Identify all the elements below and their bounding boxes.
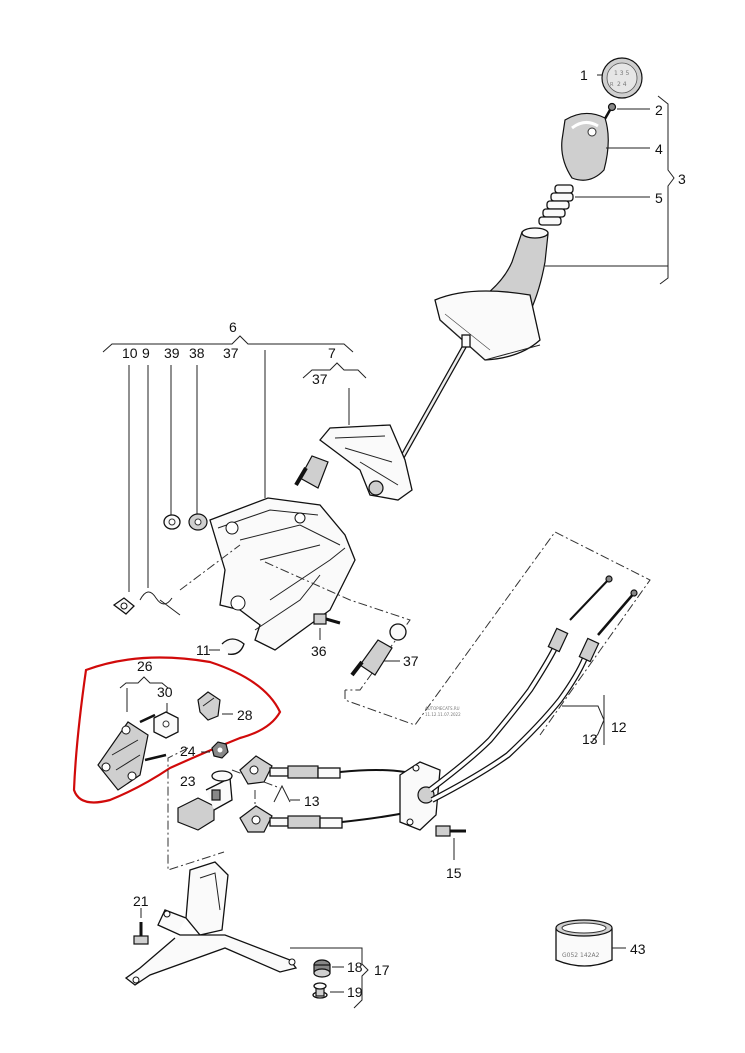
label-7: 7 (328, 345, 336, 361)
label-38: 38 (189, 345, 205, 361)
gear-knob-cap: 1 3 5 2 4 R (601, 57, 643, 99)
label-4: 4 (655, 141, 663, 157)
label-17: 17 (374, 962, 390, 978)
pin-19 (312, 982, 328, 999)
label-37: 37 (403, 653, 419, 669)
cable-grommet-flange (399, 761, 441, 831)
shifter-housing (209, 497, 356, 651)
label-18: 18 (347, 959, 363, 975)
label-19: 19 (347, 984, 363, 1000)
retaining-clip-13 (273, 784, 291, 803)
label-13b: 13 (582, 731, 598, 747)
knob-text-r: R (610, 82, 614, 88)
damper-block (153, 711, 179, 739)
bolt-36 (313, 613, 341, 625)
bolt-15 (435, 825, 466, 837)
clip-28 (197, 691, 221, 721)
lock-washer (221, 638, 245, 655)
label-13a: 13 (304, 793, 320, 809)
label-43: 43 (630, 941, 646, 957)
bushing-38 (188, 513, 208, 531)
label-30: 30 (157, 684, 173, 700)
knob-text-top: 1 3 5 (614, 70, 629, 77)
selector-lever (294, 424, 413, 501)
watermark-line2: 11.12.11.07.2022 (425, 712, 461, 717)
label-3: 3 (678, 171, 686, 187)
bushing-18 (313, 959, 331, 978)
lower-mount-bracket (124, 861, 298, 986)
label-12: 12 (611, 719, 627, 735)
label-9: 9 (142, 345, 150, 361)
label-39: 39 (164, 345, 180, 361)
cable-bracket-23 (177, 770, 233, 831)
label-26: 26 (137, 658, 153, 674)
label-6: 6 (229, 319, 237, 335)
cable-end-upper (239, 755, 406, 785)
bolt-21 (133, 922, 149, 945)
label-15: 15 (446, 865, 462, 881)
label-28: 28 (237, 707, 253, 723)
label-5: 5 (655, 190, 663, 206)
nut-24 (211, 741, 229, 759)
shift-boot (434, 227, 549, 361)
label-36: 36 (311, 643, 327, 659)
bushing-39 (163, 514, 181, 530)
label-10: 10 (122, 345, 138, 361)
knob-text-bottom: 2 4 (617, 81, 627, 88)
label-1: 1 (580, 67, 588, 83)
knob-spring-boot (538, 184, 574, 226)
cable-end-37 (350, 623, 407, 677)
return-spring (139, 591, 181, 616)
label-7-37: 37 (312, 371, 328, 387)
label-6-37: 37 (223, 345, 239, 361)
label-21: 21 (133, 893, 149, 909)
mounting-plate (97, 713, 167, 791)
cable-end-lower (239, 805, 411, 833)
shift-cables (428, 575, 638, 803)
gear-knob (561, 112, 609, 181)
sleeve-code: G052 142A2 (562, 952, 600, 959)
label-2: 2 (655, 102, 663, 118)
label-11: 11 (196, 642, 211, 658)
label-24: 24 (180, 743, 196, 759)
watermark-line1: AUTOPIECATS.RU (425, 706, 460, 711)
bushing-sleeve-43: G052 142A2 (555, 919, 613, 967)
shift-lever-shaft (392, 334, 471, 472)
label-23: 23 (180, 773, 196, 789)
spring-clip (112, 597, 135, 615)
